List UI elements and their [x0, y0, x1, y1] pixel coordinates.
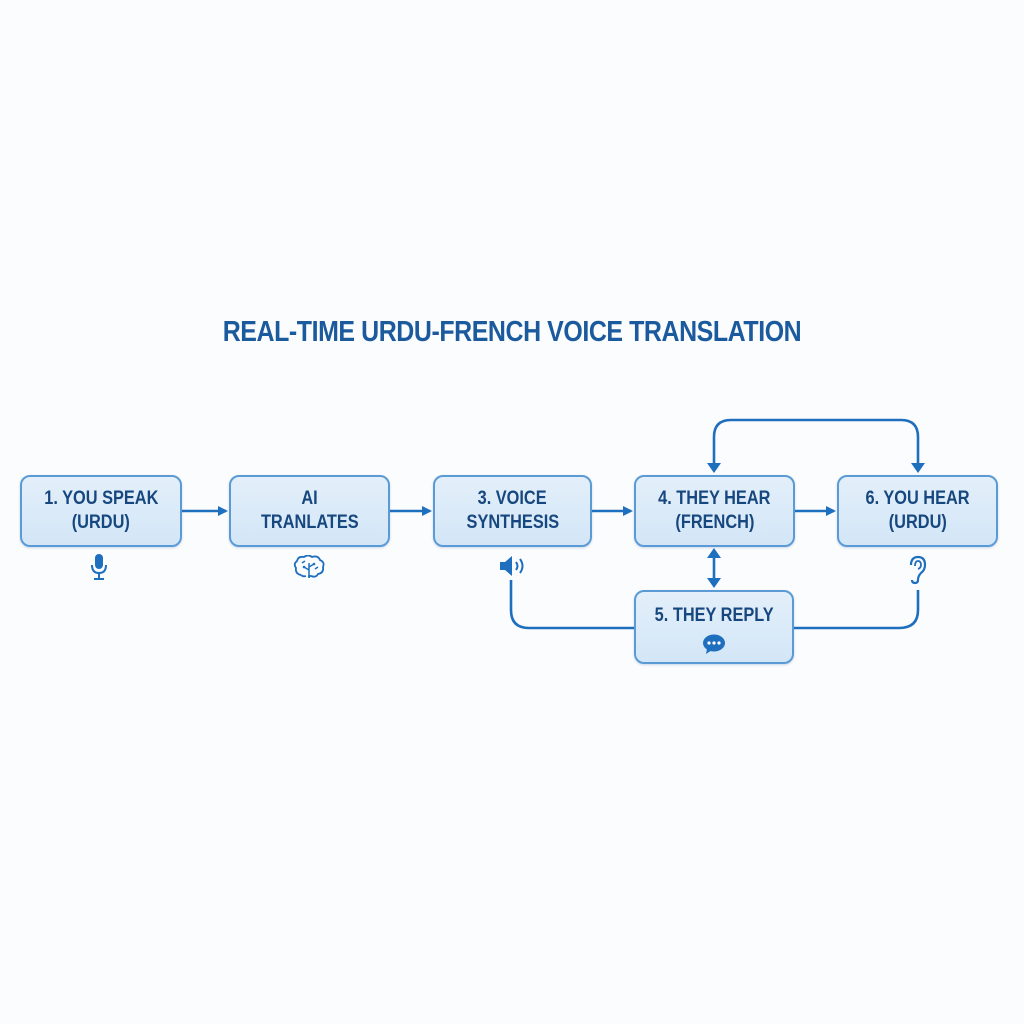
- step-4-line2: (FRENCH): [675, 512, 754, 533]
- step-2-line1: AI: [301, 488, 318, 509]
- step-6-line1: 6. YOU HEAR: [865, 488, 970, 509]
- step-6-box: 6. YOU HEAR (URDU): [837, 475, 998, 547]
- step-2-line2: TRANLATES: [260, 512, 359, 533]
- microphone-icon: [91, 554, 107, 580]
- step-2-box: AI TRANLATES: [229, 475, 390, 547]
- diagram-title: REAL-TIME URDU-FRENCH VOICE TRANSLATION: [222, 316, 802, 348]
- step-1-line2: (URDU): [71, 512, 131, 533]
- step-5-line1: 5. THEY REPLY: [654, 605, 774, 626]
- ear-icon: [909, 555, 927, 585]
- step-6-line2: (URDU): [888, 512, 947, 533]
- step-4-line1: 4. THEY HEAR: [658, 488, 771, 509]
- step-1-line1: 1. YOU SPEAK: [43, 488, 159, 509]
- speaker-icon: [500, 556, 524, 576]
- step-4-box: 4. THEY HEAR (FRENCH): [634, 475, 795, 547]
- step-3-line2: SYNTHESIS: [466, 512, 559, 533]
- step-1-box: 1. YOU SPEAK (URDU): [20, 475, 182, 547]
- line-5-6: [794, 590, 920, 630]
- step-3-line1: 3. VOICE: [477, 488, 548, 509]
- chat-bubble-icon: [703, 634, 725, 654]
- step-3-box: 3. VOICE SYNTHESIS: [433, 475, 592, 547]
- line-5-3: [509, 580, 634, 630]
- brain-icon: [293, 555, 325, 578]
- top-loop-arrow: [712, 418, 920, 470]
- step-5-box: 5. THEY REPLY: [634, 590, 794, 664]
